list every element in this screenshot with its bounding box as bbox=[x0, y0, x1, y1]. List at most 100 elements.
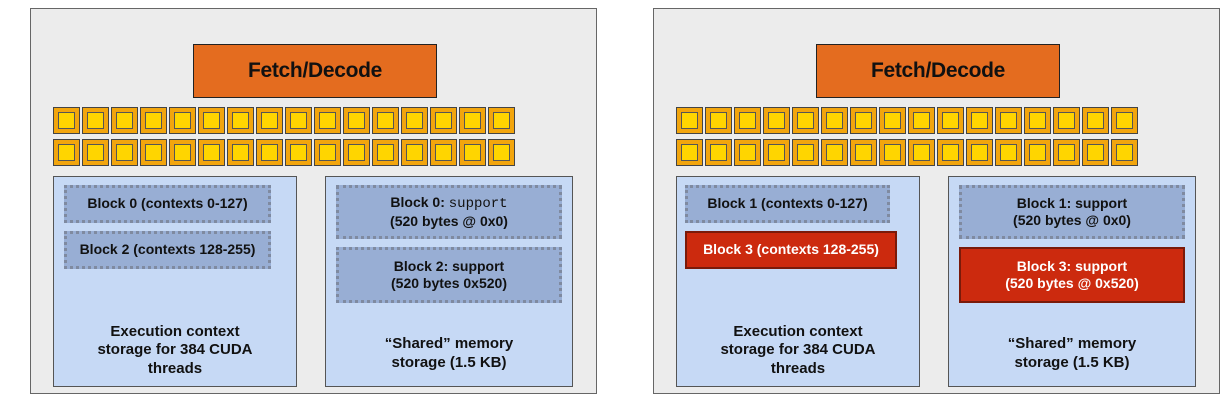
shared-slot: Block 0: support (520 bytes @ 0x0) bbox=[336, 185, 562, 239]
shared-slot-detail: (520 bytes @ 0x0) bbox=[390, 213, 508, 229]
alu-core bbox=[850, 107, 877, 134]
alu-core bbox=[734, 139, 761, 166]
alu-core bbox=[169, 107, 196, 134]
fetch-decode-unit: Fetch/Decode bbox=[193, 44, 437, 98]
alu-core bbox=[763, 139, 790, 166]
alu-core bbox=[705, 139, 732, 166]
shared-slot-active: Block 3: support (520 bytes @ 0x520) bbox=[959, 247, 1185, 303]
shared-slot-title: Block 0: bbox=[390, 193, 449, 210]
shared-slot-detail: (520 bytes @ 0x520) bbox=[1005, 275, 1139, 291]
alu-core bbox=[430, 139, 457, 166]
shared-slot: Block 2: support (520 bytes 0x520) bbox=[336, 247, 562, 303]
alu-core bbox=[995, 107, 1022, 134]
exec-slot-label: Block 3 (contexts 128-255) bbox=[703, 241, 879, 258]
alu-core bbox=[1053, 107, 1080, 134]
shared-panel-caption: “Shared” memory storage (1.5 KB) bbox=[949, 335, 1195, 372]
alu-core bbox=[227, 139, 254, 166]
caption-line: storage for 384 CUDA bbox=[97, 341, 253, 359]
caption-line: “Shared” memory bbox=[384, 335, 514, 353]
alu-core bbox=[792, 139, 819, 166]
core-right: Fetch/Decode Block 1 (contexts 0-127) Bl… bbox=[653, 8, 1220, 394]
alu-core bbox=[488, 139, 515, 166]
alu-core bbox=[372, 139, 399, 166]
shared-slot-title: Block 3: support bbox=[1016, 257, 1128, 274]
fetch-decode-unit: Fetch/Decode bbox=[816, 44, 1060, 98]
shared-slot-code: support bbox=[448, 195, 508, 212]
exec-slot-active: Block 3 (contexts 128-255) bbox=[685, 231, 897, 269]
execution-context-panel: Block 0 (contexts 0-127) Block 2 (contex… bbox=[53, 176, 297, 387]
alu-core bbox=[734, 107, 761, 134]
alu-core bbox=[111, 139, 138, 166]
alu-core bbox=[908, 139, 935, 166]
exec-panel-caption: Execution context storage for 384 CUDA t… bbox=[54, 323, 296, 378]
alu-core bbox=[676, 107, 703, 134]
alu-core bbox=[1111, 139, 1138, 166]
shared-slot: Block 1: support (520 bytes @ 0x0) bbox=[959, 185, 1185, 239]
exec-slot: Block 2 (contexts 128-255) bbox=[64, 231, 271, 269]
alu-core bbox=[676, 139, 703, 166]
alu-core bbox=[372, 107, 399, 134]
alu-core bbox=[879, 107, 906, 134]
caption-line: “Shared” memory bbox=[1007, 335, 1137, 353]
alu-core bbox=[1082, 107, 1109, 134]
exec-slot-label: Block 2 (contexts 128-255) bbox=[79, 241, 256, 258]
alu-core bbox=[401, 139, 428, 166]
alu-core bbox=[430, 107, 457, 134]
shared-slot-title: Block 1: support bbox=[1016, 194, 1128, 211]
alu-core bbox=[82, 139, 109, 166]
alu-core bbox=[401, 107, 428, 134]
alu-core bbox=[995, 139, 1022, 166]
alu-core bbox=[908, 107, 935, 134]
alu-core bbox=[198, 139, 225, 166]
alu-core bbox=[792, 107, 819, 134]
caption-line: storage (1.5 KB) bbox=[391, 353, 507, 371]
exec-slot: Block 0 (contexts 0-127) bbox=[64, 185, 271, 223]
shared-slot-title: Block 2: support bbox=[393, 257, 505, 274]
alu-core bbox=[1024, 107, 1051, 134]
shared-memory-panel: Block 0: support (520 bytes @ 0x0) Block… bbox=[325, 176, 573, 387]
caption-line: threads bbox=[770, 359, 826, 377]
alu-core bbox=[1053, 139, 1080, 166]
alu-core bbox=[256, 107, 283, 134]
alu-core bbox=[111, 107, 138, 134]
alu-core bbox=[488, 107, 515, 134]
alu-core bbox=[763, 107, 790, 134]
exec-panel-caption: Execution context storage for 384 CUDA t… bbox=[677, 323, 919, 378]
alu-core bbox=[140, 107, 167, 134]
caption-line: storage (1.5 KB) bbox=[1014, 353, 1130, 371]
alu-row bbox=[676, 139, 1138, 166]
alu-core bbox=[343, 107, 370, 134]
alu-row bbox=[53, 139, 515, 166]
alu-core bbox=[966, 139, 993, 166]
shared-slot-detail: (520 bytes @ 0x0) bbox=[1013, 212, 1131, 228]
caption-line: storage for 384 CUDA bbox=[720, 341, 876, 359]
alu-row bbox=[53, 107, 515, 134]
exec-slot: Block 1 (contexts 0-127) bbox=[685, 185, 890, 223]
shared-slot-detail: (520 bytes 0x520) bbox=[391, 275, 507, 291]
alu-core bbox=[169, 139, 196, 166]
caption-line: Execution context bbox=[110, 323, 240, 341]
execution-context-panel: Block 1 (contexts 0-127) Block 3 (contex… bbox=[676, 176, 920, 387]
alu-core bbox=[314, 139, 341, 166]
alu-core bbox=[459, 139, 486, 166]
alu-core bbox=[879, 139, 906, 166]
alu-core bbox=[459, 107, 486, 134]
caption-line: Execution context bbox=[733, 323, 863, 341]
alu-core bbox=[343, 139, 370, 166]
alu-core bbox=[1082, 139, 1109, 166]
alu-core bbox=[53, 107, 80, 134]
alu-core bbox=[314, 107, 341, 134]
exec-slot-label: Block 0 (contexts 0-127) bbox=[87, 195, 248, 212]
alu-row bbox=[676, 107, 1138, 134]
alu-core bbox=[82, 107, 109, 134]
alu-core bbox=[140, 139, 167, 166]
alu-core bbox=[821, 107, 848, 134]
alu-core bbox=[937, 107, 964, 134]
alu-core bbox=[1111, 107, 1138, 134]
alu-core bbox=[256, 139, 283, 166]
alu-core bbox=[285, 107, 312, 134]
shared-memory-panel: Block 1: support (520 bytes @ 0x0) Block… bbox=[948, 176, 1196, 387]
alu-core bbox=[285, 139, 312, 166]
alu-core bbox=[937, 139, 964, 166]
caption-line: threads bbox=[147, 359, 203, 377]
